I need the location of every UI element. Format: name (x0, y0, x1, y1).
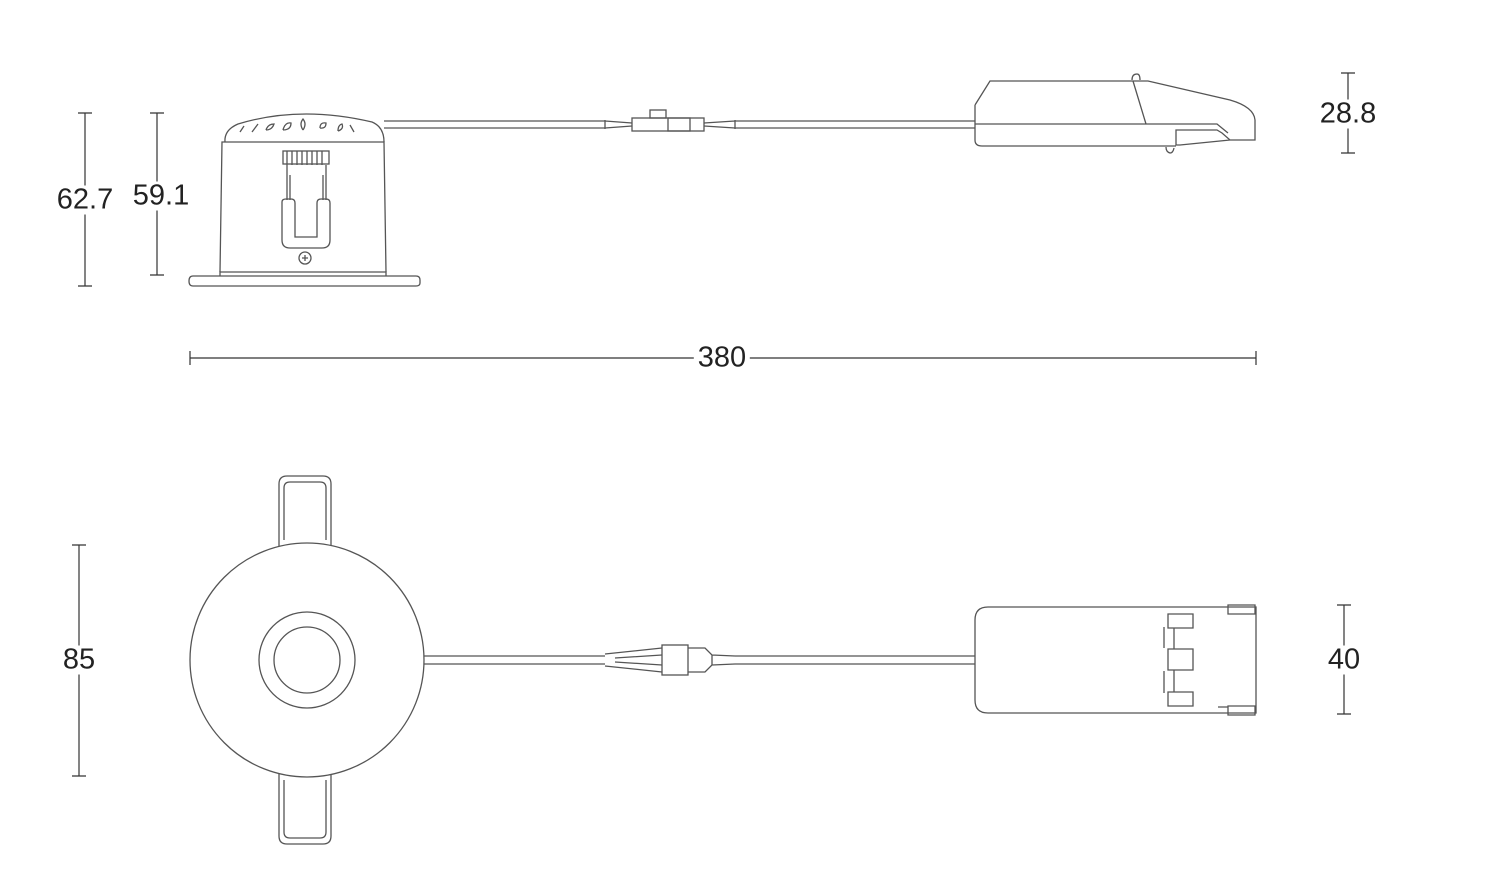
dimension-driver-width: 40 (1323, 645, 1365, 675)
dimension-total-length: 380 (693, 343, 751, 373)
downlight-side-view (188, 113, 421, 287)
dimension-diameter: 85 (58, 645, 100, 675)
cable-top (424, 644, 975, 676)
downlight-top-view (189, 475, 425, 845)
dimension-driver-height: 28.8 (1315, 99, 1381, 129)
cable-side (384, 109, 975, 132)
dimension-body-height: 59.1 (128, 181, 194, 211)
driver-top-view (974, 604, 1257, 716)
dimension-overall-height: 62.7 (52, 185, 118, 215)
driver-side-view (974, 73, 1256, 154)
